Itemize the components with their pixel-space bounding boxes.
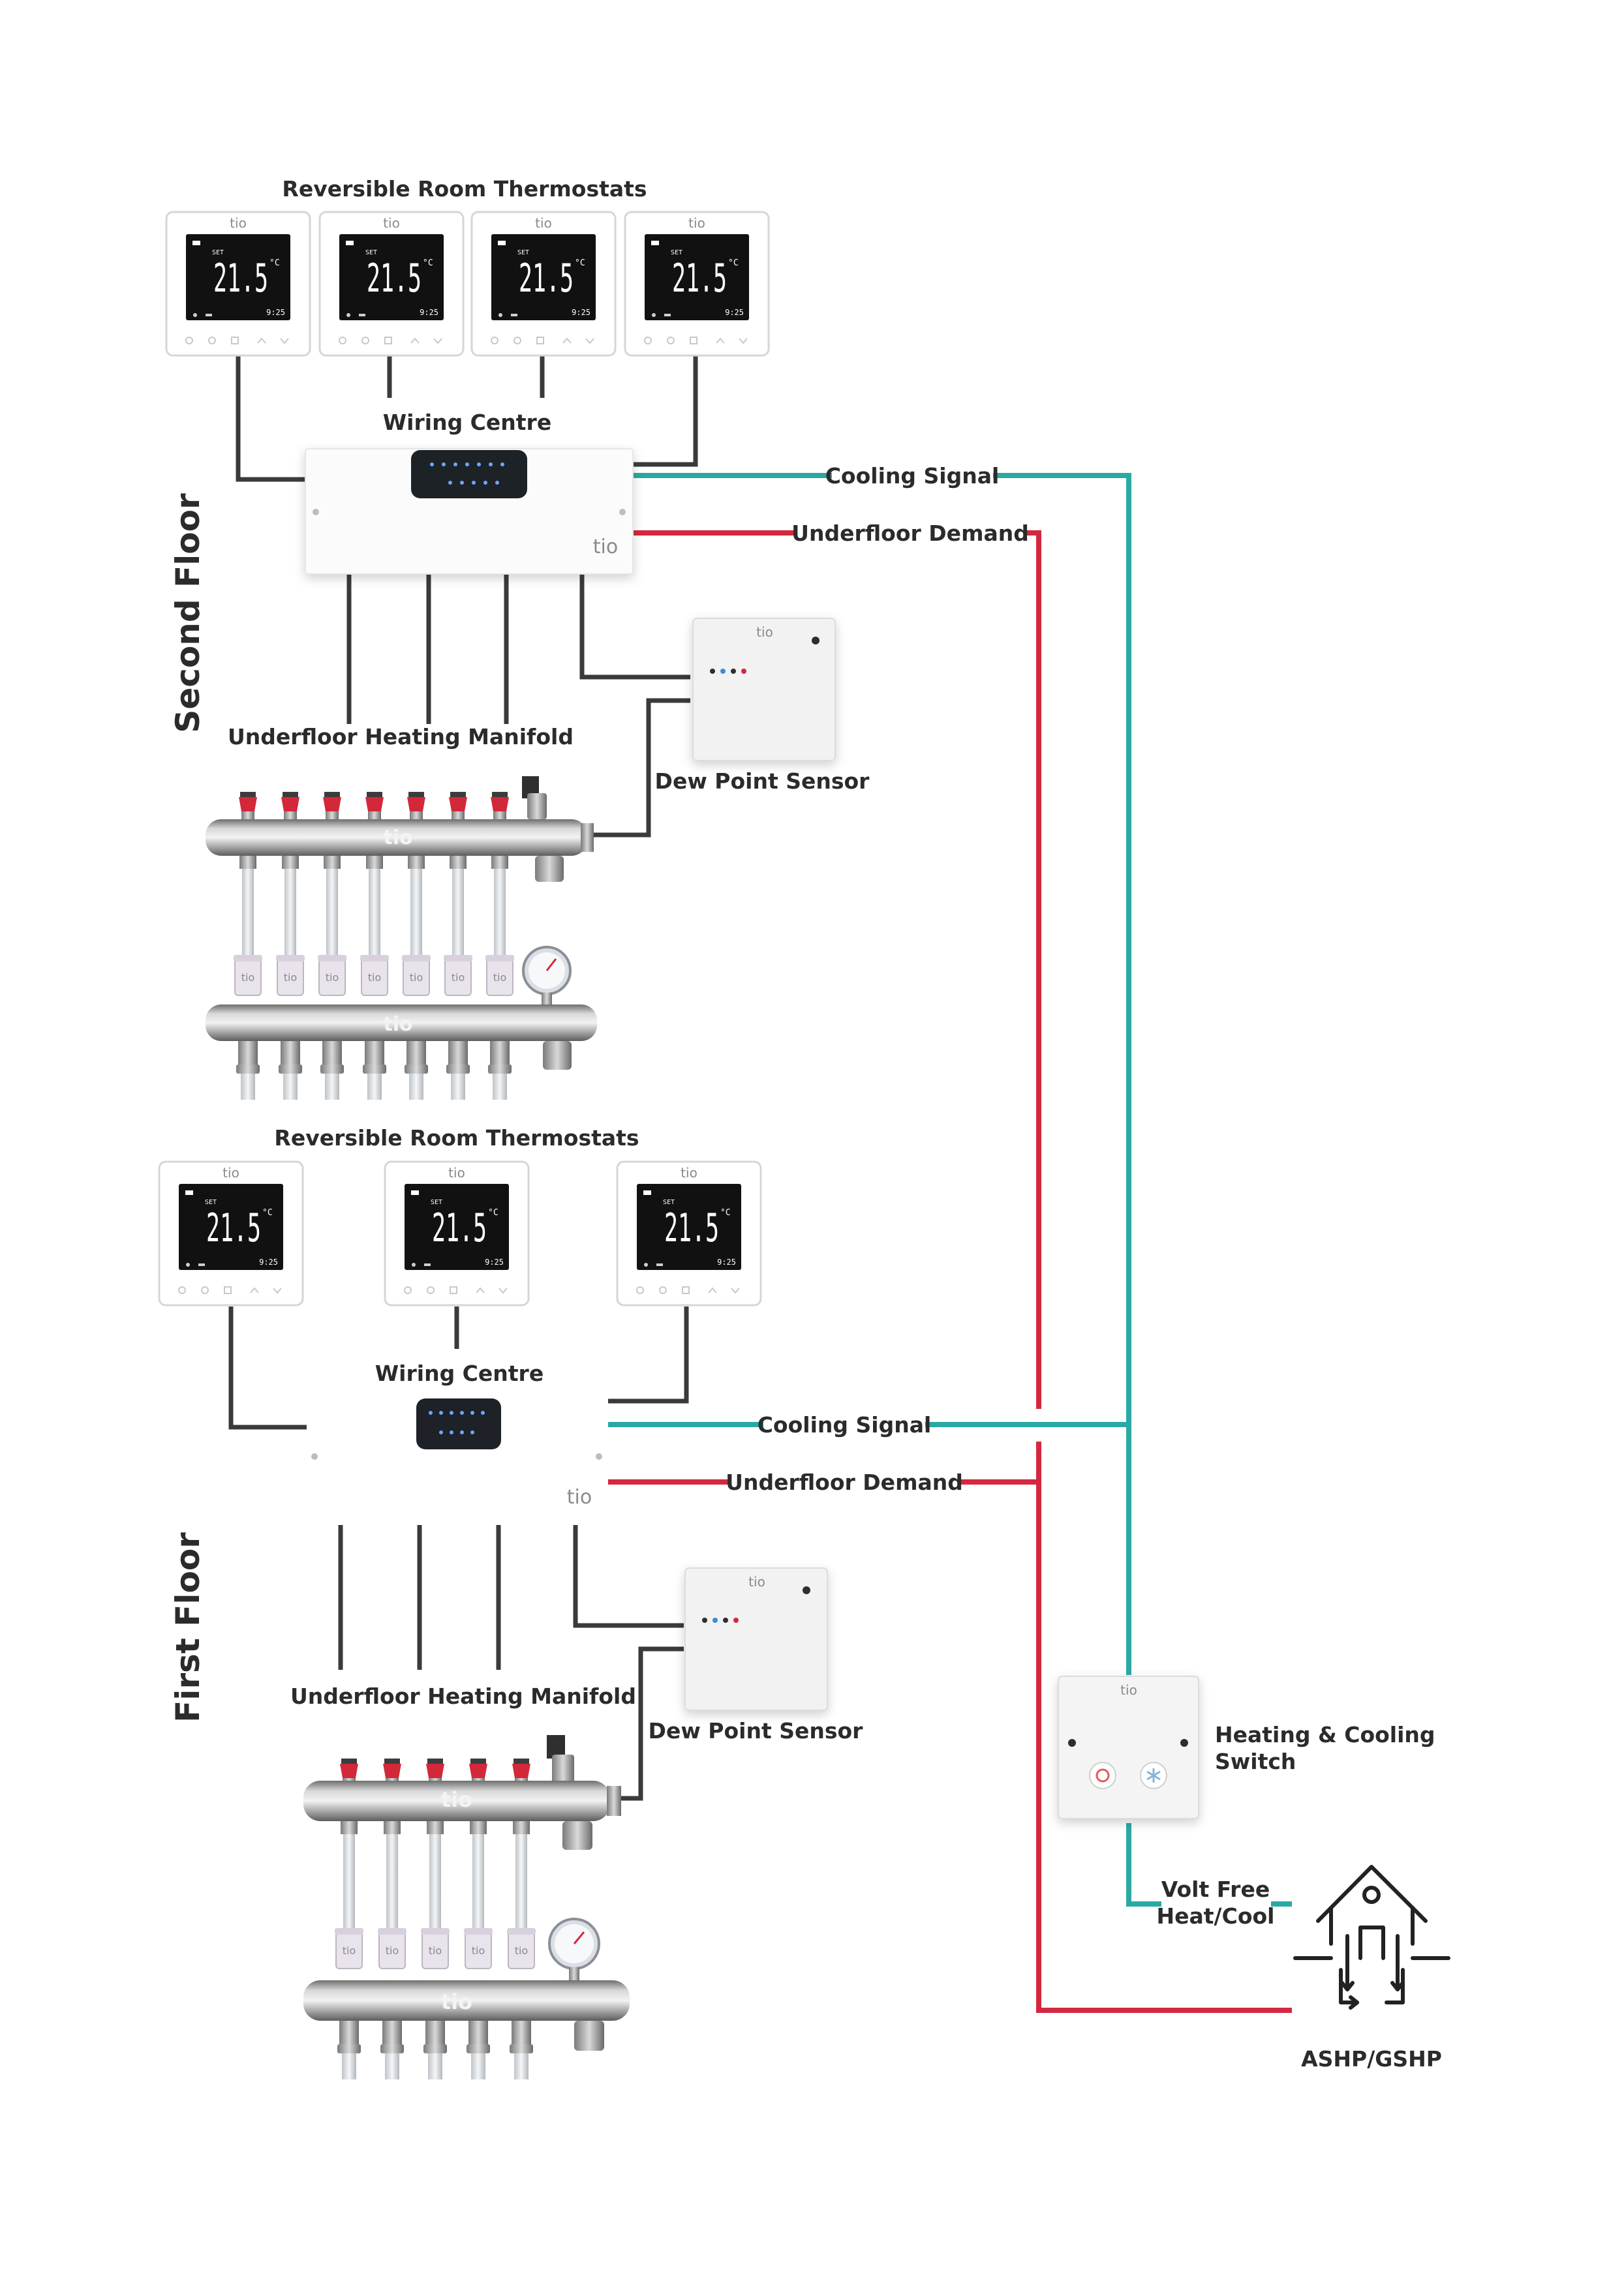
cool-mode-button[interactable] <box>1140 1762 1167 1789</box>
unit-label: °C <box>262 1208 273 1218</box>
temperature-readout: 21.5 <box>672 256 727 301</box>
second-floor-thermostat[interactable]: tio SET 21.5 °C 9:25 <box>624 211 770 357</box>
first-floor-label: First Floor <box>169 1532 207 1723</box>
second-floor-underfloor-demand-label: Underfloor Demand <box>791 521 1029 546</box>
first-floor-manifold[interactable]: tio tio tio tio tio tio tio <box>303 1735 630 2079</box>
temperature-readout: 21.5 <box>213 256 268 301</box>
second-floor-wiring-centre[interactable]: tio <box>305 448 634 575</box>
heating-cooling-switch[interactable]: tio <box>1058 1676 1199 1819</box>
second-floor-wiring-centre-title: Wiring Centre <box>383 410 551 435</box>
clock-readout: 9:25 <box>266 308 285 317</box>
unit-label: °C <box>575 258 585 268</box>
set-indicator: SET <box>431 1199 442 1206</box>
clock-readout: 9:25 <box>725 308 744 317</box>
brand-logo: tio <box>535 215 552 231</box>
set-indicator: SET <box>663 1199 675 1206</box>
cooling-signal-lines <box>608 473 1292 1907</box>
brand-logo: tio <box>441 1989 472 2014</box>
brand-logo: tio <box>448 1165 465 1181</box>
clock-readout: 9:25 <box>717 1258 736 1267</box>
set-indicator: SET <box>365 249 377 256</box>
first-floor-thermostat[interactable]: tio SET 21.5 °C 9:25 <box>616 1160 762 1307</box>
set-indicator: SET <box>205 1199 217 1206</box>
brand-logo: tio <box>284 971 298 984</box>
first-floor-cooling-signal-label: Cooling Signal <box>758 1412 932 1438</box>
volt-free-line2: Heat/Cool <box>1157 1903 1275 1929</box>
brand-logo: tio <box>593 536 618 558</box>
brand-logo: tio <box>410 971 423 984</box>
second-floor-label: Second Floor <box>169 493 207 733</box>
temperature-readout: 21.5 <box>432 1205 487 1251</box>
clock-readout: 9:25 <box>420 308 438 317</box>
brand-logo: tio <box>386 1944 399 1957</box>
unit-label: °C <box>488 1208 498 1218</box>
brand-logo: tio <box>230 215 247 231</box>
first-floor-thermostat[interactable]: tio SET 21.5 °C 9:25 <box>158 1160 304 1307</box>
wiring-lines <box>228 355 698 1801</box>
set-indicator: SET <box>212 249 224 256</box>
first-floor-thermostats-title: Reversible Room Thermostats <box>274 1125 639 1151</box>
brand-logo: tio <box>241 971 255 984</box>
brand-logo: tio <box>472 1944 485 1957</box>
temperature-readout: 21.5 <box>519 256 574 301</box>
brand-logo: tio <box>452 971 465 984</box>
underfloor-demand-lines <box>608 530 1292 2013</box>
temperature-readout: 21.5 <box>664 1205 719 1251</box>
unit-label: °C <box>269 258 280 268</box>
heat-mode-button[interactable] <box>1089 1762 1116 1789</box>
brand-logo: tio <box>383 215 400 231</box>
set-indicator: SET <box>671 249 682 256</box>
second-floor-manifold-title: Underfloor Heating Manifold <box>228 724 574 749</box>
brand-logo: tio <box>343 1944 356 1957</box>
heat-pump-label: ASHP/GSHP <box>1301 2046 1442 2072</box>
sun-icon <box>1095 1768 1110 1783</box>
brand-logo: tio <box>383 1013 412 1036</box>
unit-label: °C <box>728 258 739 268</box>
first-floor-dew-point-label: Dew Point Sensor <box>649 1718 864 1744</box>
second-floor-dew-point-label: Dew Point Sensor <box>655 768 870 794</box>
brand-logo: tio <box>515 1944 529 1957</box>
brand-logo: tio <box>1120 1682 1137 1698</box>
switch-label-line1: Heating & Cooling <box>1215 1722 1435 1747</box>
first-floor-dew-point-sensor[interactable]: tio <box>684 1567 828 1711</box>
clock-readout: 9:25 <box>572 308 590 317</box>
brand-logo: tio <box>222 1165 239 1181</box>
volt-free-line1: Volt Free <box>1161 1877 1270 1902</box>
first-floor-manifold-title: Underfloor Heating Manifold <box>290 1684 636 1709</box>
second-floor-thermostats-title: Reversible Room Thermostats <box>282 176 647 202</box>
unit-label: °C <box>423 258 433 268</box>
switch-label-line2: Switch <box>1215 1749 1296 1774</box>
second-floor-thermostat[interactable]: tio SET 21.5 °C 9:25 <box>165 211 311 357</box>
set-indicator: SET <box>517 249 529 256</box>
brand-logo: tio <box>326 971 339 984</box>
clock-readout: 9:25 <box>485 1258 504 1267</box>
brand-logo: tio <box>681 1165 697 1181</box>
temperature-readout: 21.5 <box>367 256 421 301</box>
second-floor-thermostat[interactable]: tio SET 21.5 °C 9:25 <box>318 211 465 357</box>
first-floor-wiring-centre-title: Wiring Centre <box>375 1361 544 1386</box>
brand-logo: tio <box>567 1486 592 1509</box>
first-floor-wiring-centre[interactable]: tio <box>307 1397 608 1525</box>
second-floor-cooling-signal-label: Cooling Signal <box>825 463 1000 489</box>
snowflake-icon <box>1146 1768 1161 1783</box>
brand-logo: tio <box>748 1574 765 1590</box>
first-floor-underfloor-demand-label: Underfloor Demand <box>726 1470 963 1495</box>
brand-logo: tio <box>429 1944 442 1957</box>
second-floor-thermostat[interactable]: tio SET 21.5 °C 9:25 <box>470 211 617 357</box>
brand-logo: tio <box>383 826 412 849</box>
temperature-readout: 21.5 <box>206 1205 261 1251</box>
second-floor-manifold[interactable]: tio tio tio tio tio tio tio tio ti <box>206 776 597 1100</box>
brand-logo: tio <box>441 1787 472 1812</box>
brand-logo: tio <box>493 971 507 984</box>
brand-logo: tio <box>688 215 705 231</box>
clock-readout: 9:25 <box>259 1258 278 1267</box>
first-floor-thermostat[interactable]: tio SET 21.5 °C 9:25 <box>384 1160 530 1307</box>
second-floor-dew-point-sensor[interactable]: tio <box>692 618 836 761</box>
brand-logo: tio <box>368 971 382 984</box>
unit-label: °C <box>720 1208 731 1218</box>
heat-pump-house-icon <box>1293 1865 1450 2010</box>
brand-logo: tio <box>756 624 773 640</box>
